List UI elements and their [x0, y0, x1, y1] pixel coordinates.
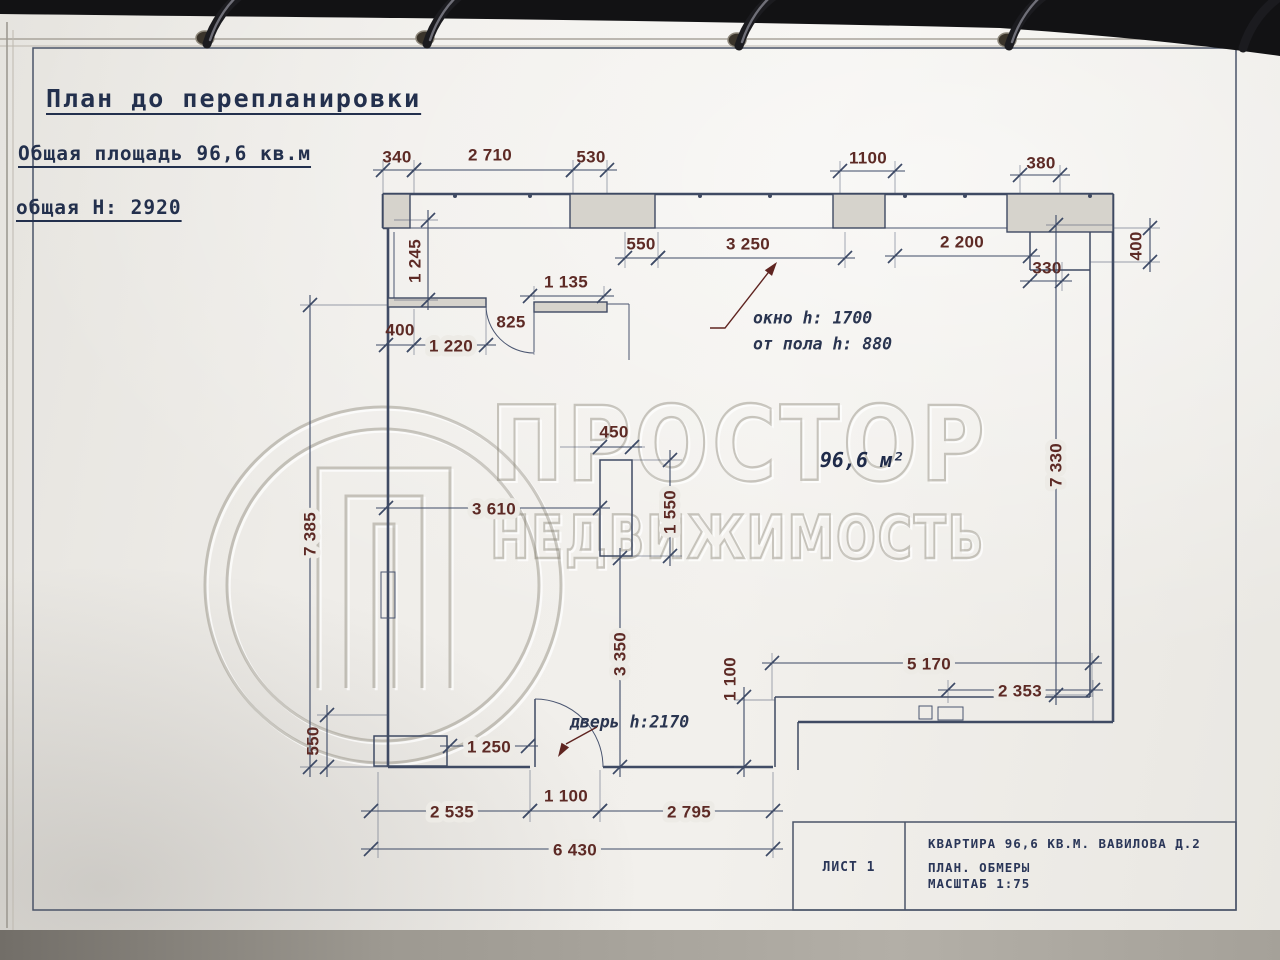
table-surface: [0, 930, 1280, 960]
dimension: 1 100: [721, 657, 752, 777]
dimension: 2 795: [590, 798, 783, 827]
dimension-label: 400: [1127, 231, 1146, 260]
total-area-label: Общая площадь 96,6 кв.м: [18, 142, 312, 165]
wall-fixing-dots: [453, 194, 1092, 198]
dimension-label: 7 385: [301, 512, 320, 556]
dimension-label: 550: [304, 726, 323, 755]
dimension: 550: [615, 235, 668, 266]
watermark: ПРОСТОР НЕДВИЖИМОСТЬ ПРОСТОР НЕДВИЖИМОСТ…: [203, 384, 988, 767]
dimension: 2 200: [885, 233, 1040, 264]
dimension: 6 430: [361, 836, 783, 865]
title-block-plan: ПЛАН. ОБМЕРЫ: [928, 860, 1031, 875]
dimension-label: 1 100: [721, 657, 740, 701]
dimension: 1 135: [520, 273, 614, 304]
drawing-frame: [32, 47, 1237, 911]
binder-ring: [422, 0, 462, 49]
dimension: 380: [1010, 154, 1070, 183]
binder-ring: [734, 0, 777, 51]
outlet-square: [918, 705, 933, 720]
annotations: 96,6 м² 825 окно h: 1700 от пола h: 880 двер…: [496, 309, 904, 732]
ceiling-height-label: общая H: 2920: [16, 196, 182, 219]
door-swing-bottom: [534, 698, 604, 768]
dimension-label: 400: [385, 321, 414, 340]
dimension: 1 245: [406, 210, 436, 310]
dimension-label: 1 220: [429, 337, 473, 356]
door-height-note: дверь h:2170: [569, 713, 689, 732]
watermark-word-1: ПРОСТОР: [490, 385, 988, 505]
title-block-project: КВАРТИРА 96,6 КВ.М. ВАВИЛОВА Д.2: [928, 836, 1201, 851]
dimension: 1100: [830, 149, 905, 179]
dimension-label: 450: [599, 423, 628, 442]
walls: [373, 192, 1115, 770]
window-height-note: окно h: 1700: [753, 309, 872, 328]
dimension-label: 530: [576, 148, 605, 167]
dimension-label: 1 250: [467, 738, 511, 757]
door-opening-width-label: 825: [496, 313, 525, 332]
dimension: 2 710: [404, 146, 583, 178]
radiator: [373, 735, 448, 767]
wall-panel: [380, 571, 396, 619]
dimension-label: 2 710: [468, 146, 512, 165]
dimension-label: 1100: [849, 149, 887, 168]
dimension-label: 550: [626, 235, 655, 254]
dimension-label: 330: [1032, 259, 1061, 278]
dimension: 3 250: [648, 235, 855, 266]
door-note-leader: [565, 726, 598, 745]
title-block-sheet: ЛИСТ 1: [822, 860, 876, 875]
dimension: 330: [1020, 259, 1072, 289]
room-area-label: 96,6 м²: [820, 448, 904, 472]
dimension: 7 330: [1042, 215, 1071, 705]
window-note-arrowhead: [764, 262, 777, 276]
door-note-arrowhead: [558, 742, 570, 757]
window-note-leader: [710, 263, 776, 329]
binder: [0, 0, 1280, 56]
dimension: 400: [376, 321, 424, 353]
title-block: [792, 821, 1237, 911]
dimension-label: 2 200: [940, 233, 984, 252]
leader-arrows: [558, 262, 777, 757]
dimension-label: 2 535: [430, 803, 474, 822]
outlet-rect: [937, 706, 964, 721]
dimension-label: 6 430: [553, 841, 597, 860]
dimension-label: 2 795: [667, 803, 711, 822]
dimension: 530: [563, 148, 617, 178]
window-sill-note: от пола h: 880: [753, 335, 892, 354]
dimension-label: 3 350: [611, 632, 630, 676]
binder-ring: [1004, 0, 1047, 51]
dimension-label: 1 100: [544, 787, 588, 806]
title-block-scale: МАСШТАБ 1:75: [928, 876, 1031, 891]
binder-ring: [202, 0, 242, 49]
watermark-word-2: НЕДВИЖИМОСТЬ: [490, 503, 985, 573]
binder-ring: [1238, 0, 1280, 53]
dimension-label: 2 353: [998, 682, 1042, 701]
dimension: 3 350: [606, 548, 635, 777]
dimension-label: 1 135: [544, 273, 588, 292]
dimension-label: 3 610: [472, 500, 516, 519]
dimension: 7 385: [296, 295, 325, 777]
dimension: 400: [1127, 218, 1158, 272]
dimension: 340: [373, 148, 424, 178]
dimension: 2 535: [361, 798, 540, 827]
dimension-label: 5 170: [907, 655, 951, 674]
page-title: План до перепланировки: [46, 84, 422, 113]
dimension: 450: [590, 423, 642, 455]
dimension-label: 1 245: [406, 239, 425, 283]
dimension-label: 7 330: [1047, 443, 1066, 487]
watermark-word-2: НЕДВИЖИМОСТЬ: [492, 505, 987, 575]
dimension: 5 170: [762, 650, 1102, 679]
dimension: 1 220: [404, 332, 496, 361]
dimension-label: 1 550: [661, 490, 680, 534]
binder-spine: [0, 0, 1280, 56]
dimension-label: 3 250: [726, 235, 770, 254]
dimension: 550: [304, 705, 335, 777]
dimension-label: 380: [1026, 154, 1055, 173]
dimension-label: 340: [382, 148, 411, 167]
dimension: 1 100: [520, 787, 610, 819]
paper-sheet: [0, 14, 1280, 932]
